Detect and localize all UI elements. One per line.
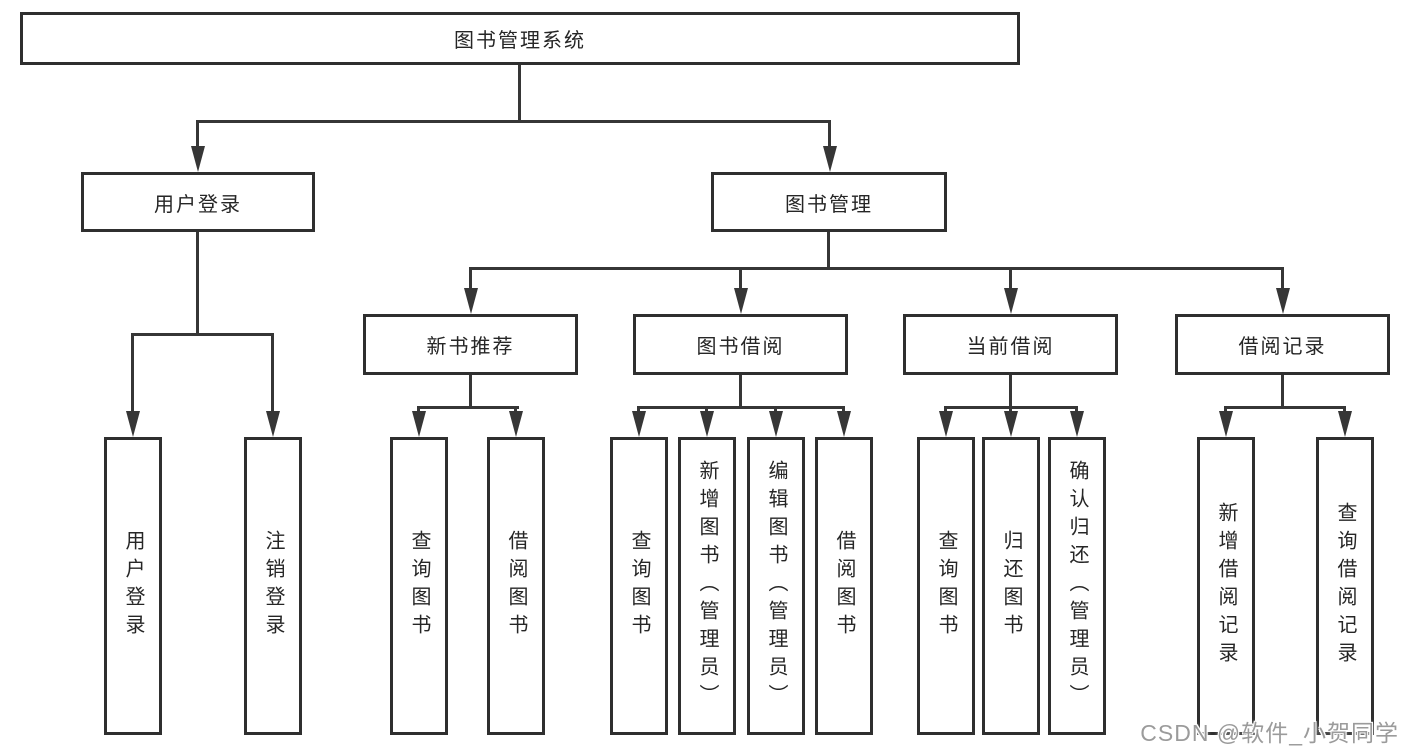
connector-line	[1009, 375, 1012, 409]
leaf-query-books: 查询图书	[390, 437, 448, 735]
node-user-login: 用户登录	[81, 172, 315, 232]
connector-line	[944, 406, 947, 415]
leaf-confirm-return-admin: 确认归还（管理员）	[1048, 437, 1106, 735]
leaf-add-books-admin: 新增图书（管理员）	[678, 437, 736, 735]
arrowhead-down-icon	[191, 146, 205, 172]
node-book-management: 图书管理	[711, 172, 947, 232]
connector-line	[469, 267, 472, 292]
connector-line	[705, 406, 708, 415]
leaf-query-books: 查询图书	[610, 437, 668, 735]
connector-line	[518, 63, 521, 122]
node-borrowing-records: 借阅记录	[1175, 314, 1390, 375]
arrowhead-down-icon	[823, 146, 837, 172]
arrowhead-down-icon	[1070, 411, 1084, 437]
leaf-add-borrow-record: 新增借阅记录	[1197, 437, 1255, 735]
connector-line	[131, 333, 274, 336]
watermark: CSDN @软件_小贺同学	[1140, 720, 1399, 746]
node-book-borrowing: 图书借阅	[633, 314, 848, 375]
leaf-borrow-books: 借阅图书	[487, 437, 545, 735]
connector-line	[1281, 375, 1284, 409]
connector-line	[828, 120, 831, 150]
arrowhead-down-icon	[837, 411, 851, 437]
connector-line	[196, 232, 199, 336]
connector-line	[1009, 267, 1012, 292]
leaf-borrow-books: 借阅图书	[815, 437, 873, 735]
arrowhead-down-icon	[509, 411, 523, 437]
connector-line	[637, 406, 640, 415]
connector-line	[1343, 406, 1346, 415]
connector-line	[827, 232, 830, 270]
connector-line	[774, 406, 777, 415]
connector-line	[271, 333, 274, 415]
connector-line	[739, 375, 742, 409]
arrowhead-down-icon	[700, 411, 714, 437]
node-label: 用户登录	[154, 193, 242, 216]
node-label: 借阅记录	[1238, 336, 1327, 358]
node-label: 图书借阅	[696, 336, 785, 358]
connector-line	[417, 406, 519, 409]
node-current-borrowing: 当前借阅	[903, 314, 1118, 375]
connector-line	[514, 406, 517, 415]
connector-line	[1224, 406, 1346, 409]
leaf-return-books: 归还图书	[982, 437, 1040, 735]
arrowhead-down-icon	[464, 288, 478, 314]
node-new-book-recommendation: 新书推荐	[363, 314, 578, 375]
arrowhead-down-icon	[126, 411, 140, 437]
leaf-user-login: 用户登录	[104, 437, 162, 735]
connector-line	[196, 120, 831, 123]
arrowhead-down-icon	[1219, 411, 1233, 437]
connector-line	[1075, 406, 1078, 415]
connector-line	[469, 267, 1284, 270]
connector-line	[842, 406, 845, 415]
node-label: 新书推荐	[426, 336, 515, 358]
connector-line	[739, 267, 742, 292]
arrowhead-down-icon	[769, 411, 783, 437]
arrowhead-down-icon	[734, 288, 748, 314]
connector-line	[469, 375, 472, 409]
connector-line	[1224, 406, 1227, 415]
arrowhead-down-icon	[1004, 411, 1018, 437]
arrowhead-down-icon	[1338, 411, 1352, 437]
arrowhead-down-icon	[632, 411, 646, 437]
leaf-edit-books-admin: 编辑图书（管理员）	[747, 437, 805, 735]
arrowhead-down-icon	[412, 411, 426, 437]
arrowhead-down-icon	[266, 411, 280, 437]
connector-line	[196, 120, 199, 150]
node-label: 图书管理系统	[454, 30, 586, 52]
node-label: 图书管理	[785, 193, 873, 216]
arrowhead-down-icon	[939, 411, 953, 437]
connector-line	[417, 406, 420, 415]
connector-line	[1009, 406, 1012, 415]
connector-line	[637, 406, 845, 409]
arrowhead-down-icon	[1004, 288, 1018, 314]
connector-line	[1281, 267, 1284, 292]
node-label: 当前借阅	[966, 336, 1055, 358]
leaf-logout: 注销登录	[244, 437, 302, 735]
node-library-management-system: 图书管理系统	[20, 12, 1020, 65]
leaf-query-books: 查询图书	[917, 437, 975, 735]
arrowhead-down-icon	[1276, 288, 1290, 314]
leaf-query-borrow-record: 查询借阅记录	[1316, 437, 1374, 735]
connector-line	[131, 333, 134, 415]
